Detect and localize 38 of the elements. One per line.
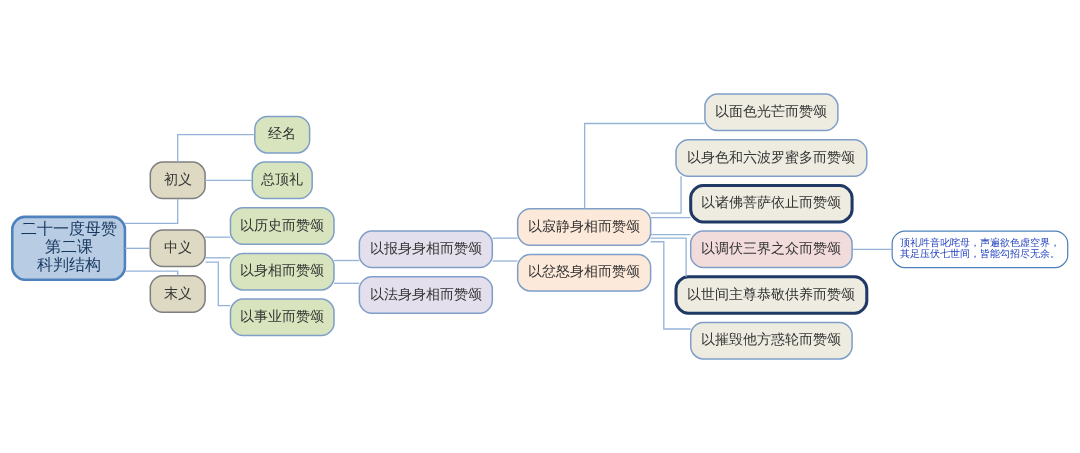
connector — [333, 282, 360, 284]
connector — [177, 134, 256, 163]
node-box: 以身色和六波罗蜜多而赞颂 — [675, 138, 868, 177]
connector — [650, 241, 692, 330]
connector — [204, 179, 253, 181]
connector — [124, 198, 179, 225]
connector — [124, 247, 151, 249]
node-box: 以历史而赞颂 — [229, 206, 335, 245]
node-box: 以调伏三界之众而赞颂 — [689, 230, 853, 269]
node-box: 末义 — [149, 274, 206, 313]
node-box: 以法身身相而赞颂 — [358, 276, 494, 315]
node-box: 以报身身相而赞颂 — [358, 230, 494, 269]
node-box: 中义 — [149, 229, 206, 268]
connector — [333, 259, 360, 262]
node-box: 以世间主尊恭敬供养而赞颂 — [674, 275, 869, 315]
node-box: 以诸佛菩萨依止而赞颂 — [689, 183, 854, 224]
node-box: 以面色光芒而赞颂 — [704, 93, 839, 132]
connector — [650, 237, 687, 278]
node-box: 以寂静身相而赞颂 — [516, 208, 652, 247]
node-box: 二十一度母赞 第二课 科判结构 — [11, 215, 127, 282]
connector — [491, 237, 519, 239]
node-box: 总顶礼 — [251, 161, 313, 200]
connector — [650, 233, 692, 236]
node-box: 经名 — [254, 115, 311, 154]
connector — [124, 270, 179, 277]
node-box: 以忿怒身相而赞颂 — [516, 253, 652, 292]
node-box: 以摧毁他方惑轮而赞颂 — [689, 321, 853, 360]
node-box: 以身相而赞颂 — [229, 252, 335, 291]
connector — [650, 175, 682, 214]
connector — [584, 122, 706, 210]
node-box: 以事业而赞颂 — [229, 298, 335, 337]
node-box: 初义 — [149, 161, 206, 200]
connector — [204, 257, 231, 259]
connector — [851, 248, 893, 250]
connector — [650, 216, 692, 219]
connector — [491, 260, 519, 262]
node-box: 顶礼吽音叱咤母，声遍欲色虚空界，其足压伏七世间，皆能勾招尽无余。 — [891, 230, 1069, 269]
connector — [204, 236, 231, 238]
